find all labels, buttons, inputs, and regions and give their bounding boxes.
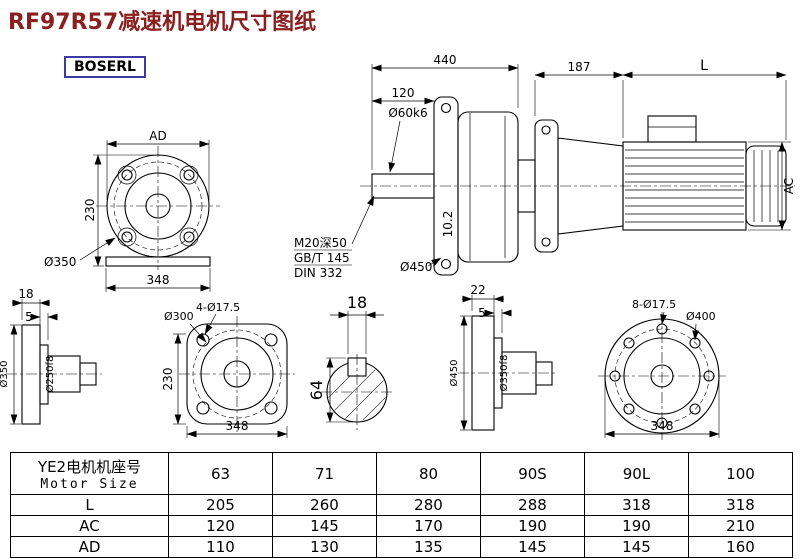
dim-ad-label: AD <box>149 129 166 143</box>
holes-8x17-5-label: 8-Ø17.5 <box>632 298 676 311</box>
flange-side-small-view: 18 5 Ø350 Ø250f8 <box>0 287 102 425</box>
cell-AC-71: 145 <box>272 515 377 537</box>
shaft-section-view: 18 64 <box>307 293 393 430</box>
cell-L-80: 280 <box>376 494 481 516</box>
holes-4x17-5-label: 4-Ø17.5 <box>196 301 240 314</box>
size-col-71: 71 <box>272 452 377 495</box>
dim-keyway-18-label: 18 <box>347 293 367 312</box>
cell-AC-63: 120 <box>168 515 273 537</box>
cell-AD-90s: 145 <box>480 536 585 558</box>
dim-L-label: L <box>700 58 708 74</box>
dim-348-large-label: 348 <box>651 419 674 433</box>
cell-AC-90l: 190 <box>584 515 689 537</box>
main-side-view: 440 120 Ø60k6 M20深50 GB/T 145 DIN 332 Ø4… <box>294 53 795 280</box>
dim-22-label: 22 <box>470 283 485 297</box>
flange-side-large-view: 22 5 Ø450 Ø350f8 <box>448 283 558 431</box>
dia-300-label: Ø300 <box>164 310 194 323</box>
dim-120-label: 120 <box>392 86 415 100</box>
dim-10-2-label: 10.2 <box>441 211 455 238</box>
flange-front-large-view: 8-Ø17.5 Ø400 348 <box>598 298 726 440</box>
cell-AC-90s: 190 <box>480 515 585 537</box>
dim-ac-label: AC <box>782 178 796 194</box>
cell-AD-63: 110 <box>168 536 273 558</box>
dia-400-label: Ø400 <box>686 310 716 323</box>
cell-L-90l: 318 <box>584 494 689 516</box>
dim-230-label: 230 <box>83 199 97 222</box>
brand-logo: BOSERL <box>64 56 146 78</box>
dia-450-side-label: Ø450 <box>448 360 460 387</box>
cell-AD-80: 135 <box>376 536 481 558</box>
row-label-AC: AC <box>10 515 169 537</box>
dia-60k6-label: Ø60k6 <box>388 106 427 120</box>
cell-AD-71: 130 <box>272 536 377 558</box>
dia-350f8-label: Ø350f8 <box>498 355 510 392</box>
dim-5-label: 5 <box>25 310 33 324</box>
front-view: AD 230 Ø350 348 <box>44 129 220 292</box>
dia-250f8-label: Ø250f8 <box>44 356 56 393</box>
size-col-63: 63 <box>168 452 273 495</box>
size-col-90s: 90S <box>480 452 585 495</box>
dim-440-label: 440 <box>434 53 457 67</box>
table-header-cell: YE2电机机座号 Motor Size <box>10 452 169 495</box>
motor-side-view: 187 L AC <box>534 58 796 253</box>
table-header-en: Motor Size <box>40 476 139 492</box>
row-label-L: L <box>10 494 169 516</box>
cell-L-90s: 288 <box>480 494 585 516</box>
dim-keyway-64-label: 64 <box>307 380 326 400</box>
motor-size-table: YE2电机机座号 Motor Size 63 71 80 90S 90L 100… <box>10 452 793 558</box>
dia-450-label: Ø450 <box>400 260 432 274</box>
cell-AC-80: 170 <box>376 515 481 537</box>
dia-350-label: Ø350 <box>44 255 76 269</box>
dim-187-label: 187 <box>568 60 591 74</box>
dim-5b-label: 5 <box>478 306 486 320</box>
table-header-cn: YE2电机机座号 <box>37 457 142 476</box>
dia-350-side-label: Ø350 <box>0 361 10 388</box>
size-col-80: 80 <box>376 452 481 495</box>
cell-AD-100: 160 <box>688 536 793 558</box>
cell-L-63: 205 <box>168 494 273 516</box>
dim-348-label: 348 <box>147 273 170 287</box>
dim-348-front-label: 348 <box>226 419 249 433</box>
dim-18-label: 18 <box>18 287 33 301</box>
cell-L-71: 260 <box>272 494 377 516</box>
technical-drawing: AD 230 Ø350 348 <box>0 53 796 440</box>
cell-L-100: 318 <box>688 494 793 516</box>
size-col-90l: 90L <box>584 452 689 495</box>
cell-AD-90l: 145 <box>584 536 689 558</box>
cell-AC-100: 210 <box>688 515 793 537</box>
dim-230-front-label: 230 <box>161 368 175 391</box>
note-gb-standard: GB/T 145 <box>294 251 350 265</box>
note-tap-hole: M20深50 <box>294 236 347 250</box>
note-din-standard: DIN 332 <box>294 266 342 280</box>
size-col-100: 100 <box>688 452 793 495</box>
row-label-AD: AD <box>10 536 169 558</box>
flange-front-view: 4-Ø17.5 Ø300 230 348 <box>161 301 295 438</box>
page-title: RF97R57减速机电机尺寸图纸 <box>8 10 317 35</box>
